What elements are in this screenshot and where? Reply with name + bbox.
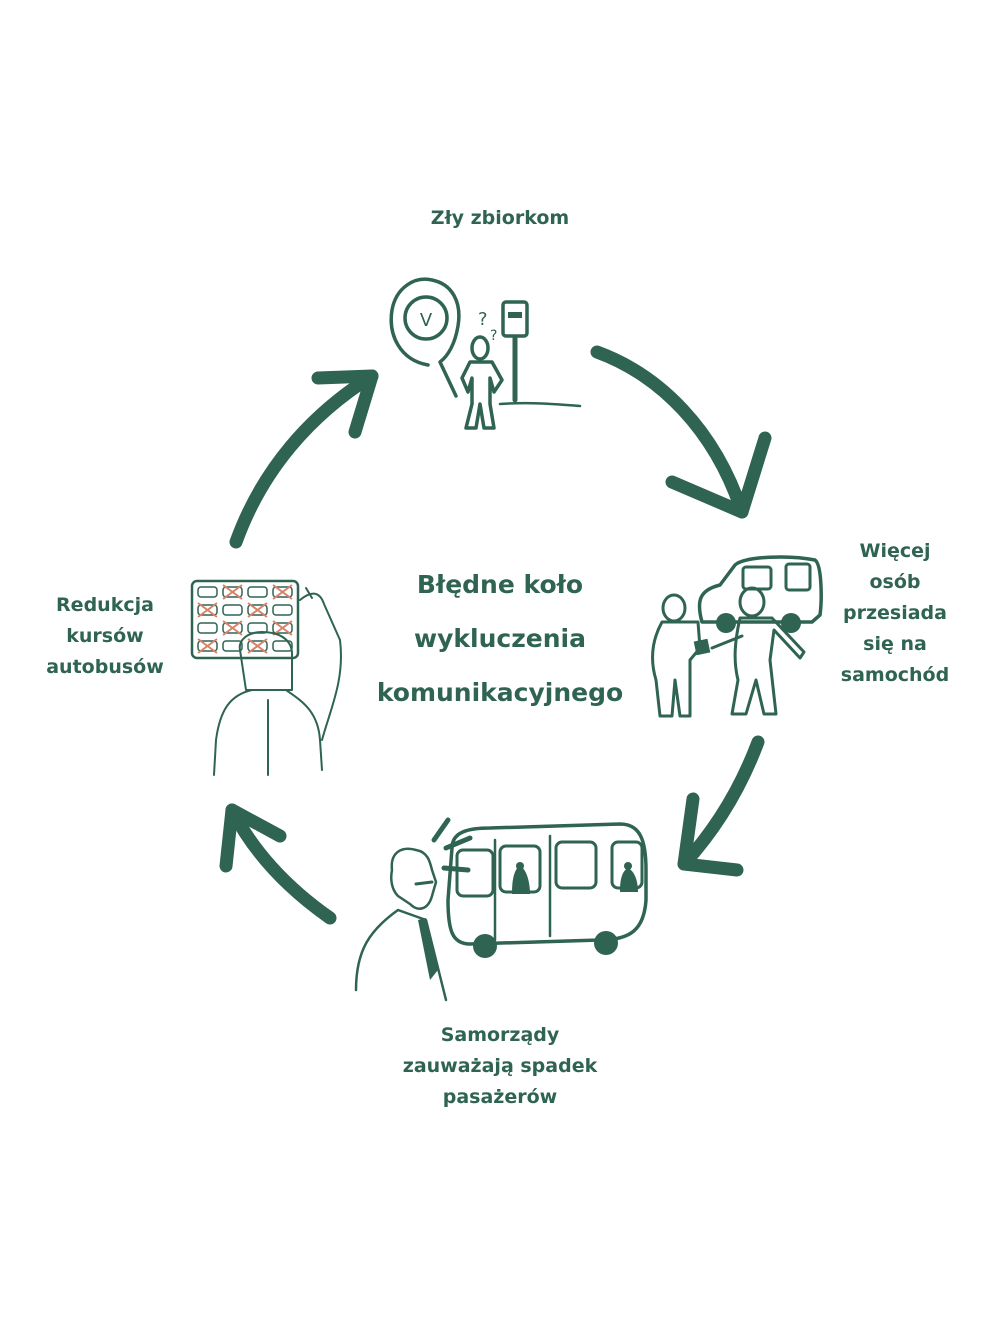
stage-label-line: zauważają spadek — [402, 1055, 598, 1077]
cross-out-mark — [197, 602, 218, 618]
board-bus-icon — [247, 640, 268, 652]
money-icon — [693, 638, 711, 656]
board-bus-icon — [272, 640, 293, 652]
board-bus-icon — [197, 604, 218, 616]
cross-out-mark — [247, 602, 268, 618]
stage-label-line: pasażerów — [442, 1086, 558, 1108]
official-person-icon — [354, 847, 448, 1002]
board-bus-icon — [197, 586, 218, 598]
board-bus-icon — [222, 640, 243, 652]
bus-stop-sign-icon — [498, 300, 582, 408]
title-line: komunikacyjnego — [376, 678, 624, 707]
schedule-board — [190, 579, 300, 660]
stage-label-line: samochód — [840, 664, 950, 686]
stage-label-line: autobusów — [46, 656, 164, 678]
arrow-left-to-top — [229, 369, 379, 549]
stage-label-bad-connections: Zły zbiorkom — [380, 203, 620, 234]
cross-out-mark — [197, 638, 218, 654]
passenger-icon — [512, 866, 530, 894]
clock-icon — [403, 295, 449, 341]
diagram-title: Błędne koło wykluczenia komunikacyjnego — [340, 558, 660, 720]
stage-label-line: się na — [863, 633, 927, 655]
board-bus-icon — [247, 586, 268, 598]
board-bus-icon — [222, 622, 243, 634]
board-bus-icon — [272, 604, 293, 616]
stage-label-line: osób — [869, 571, 921, 593]
thought-bubble: V — [389, 277, 461, 398]
cross-out-mark — [272, 584, 293, 600]
board-bus-icon — [222, 604, 243, 616]
clock-glyph: V — [420, 310, 433, 331]
stage-label-line: kursów — [66, 625, 144, 647]
title-line: wykluczenia — [414, 624, 586, 653]
cross-out-mark — [247, 638, 268, 654]
board-bus-icon — [272, 586, 293, 598]
stage-label-line: Samorządy — [440, 1024, 560, 1046]
stage-label-fewer-passengers: Samorządy zauważają spadek pasażerów — [370, 1020, 630, 1113]
official-back-icon — [213, 587, 342, 776]
cross-out-mark — [222, 584, 243, 600]
cross-out-mark — [272, 620, 293, 636]
stage-label-switch-to-car: Więcej osób przesiada się na samochód — [820, 536, 970, 691]
question-mark-icon: ? — [478, 309, 488, 330]
board-bus-icon — [247, 604, 268, 616]
passenger-icon — [620, 868, 638, 892]
board-bus-icon — [197, 622, 218, 634]
stage-label-line: Zły zbiorkom — [430, 207, 570, 229]
arrow-top-to-right — [590, 345, 772, 519]
buyer-person-icon — [651, 593, 702, 718]
stage-label-line: Więcej — [859, 540, 931, 562]
waiting-person-icon — [460, 335, 504, 430]
bus-icon — [446, 822, 648, 958]
car-icon — [697, 555, 823, 633]
arrow-right-to-bottom — [677, 735, 765, 877]
board-bus-icon — [272, 622, 293, 634]
seller-person-icon — [710, 586, 806, 716]
illustration-car-purchase — [651, 555, 823, 718]
board-bus-grid — [197, 584, 293, 654]
board-bus-icon — [197, 640, 218, 652]
title-line: Błędne koło — [416, 570, 584, 599]
stage-label-route-cuts: Redukcja kursów autobusów — [30, 590, 180, 683]
illustration-route-cuts — [190, 579, 342, 776]
stage-label-line: Redukcja — [56, 594, 154, 616]
illustration-official-and-bus — [354, 817, 648, 1002]
cross-out-mark — [222, 620, 243, 636]
illustration-bus-stop: V ? ? — [389, 277, 582, 430]
board-bus-icon — [222, 586, 243, 598]
cycle-arrows — [219, 345, 772, 925]
stage-label-line: przesiada — [843, 602, 947, 624]
question-mark-icon: ? — [490, 328, 497, 344]
arrow-bottom-to-left — [219, 803, 337, 925]
